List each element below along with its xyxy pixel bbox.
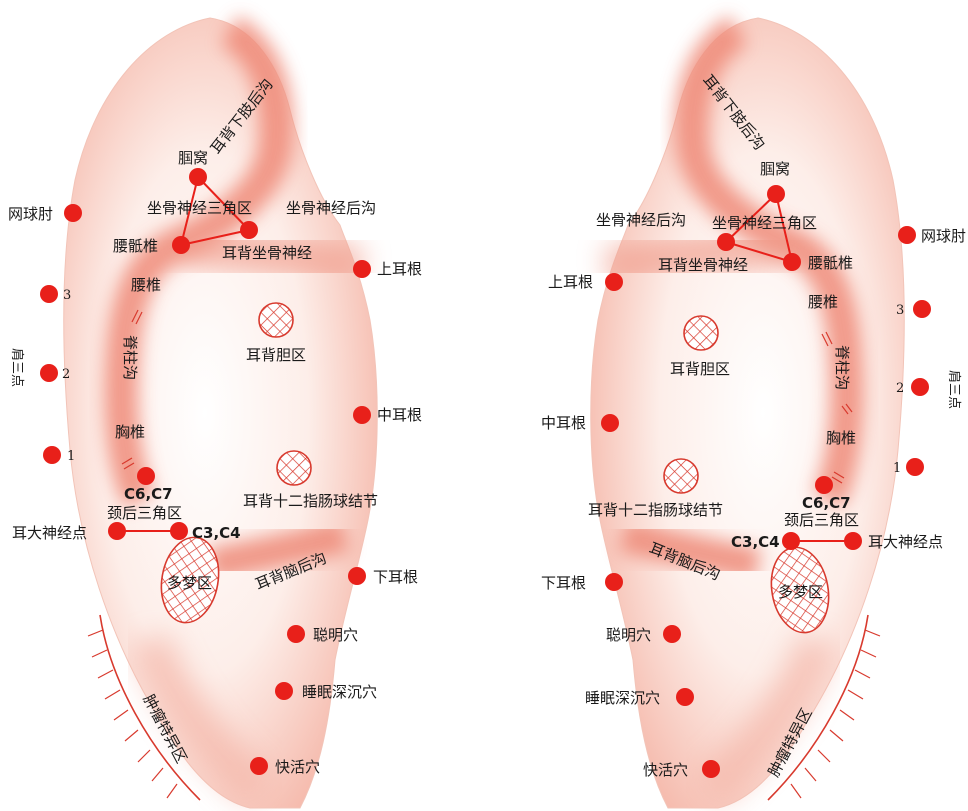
left-label-c6c7: C6,C7 xyxy=(124,485,173,503)
right-duodenal-area xyxy=(664,459,698,493)
right-point-lumbosacral[interactable] xyxy=(783,253,801,271)
left-point-2[interactable] xyxy=(40,364,58,382)
left-label-neck-triangle: 颈后三角区 xyxy=(107,504,182,522)
left-label-dream: 多梦区 xyxy=(167,574,212,592)
left-label-shoulder: 肩三点 xyxy=(9,348,25,387)
right-label-lumbosacral: 腰骶椎 xyxy=(808,254,853,272)
right-point-1[interactable] xyxy=(906,458,924,476)
left-label-p1: 1 xyxy=(67,449,75,464)
right-label-p2: 2 xyxy=(896,381,904,396)
right-point-smart[interactable] xyxy=(663,625,681,643)
left-point-deep-sleep[interactable] xyxy=(275,682,293,700)
right-label-tennis: 网球肘 xyxy=(921,227,966,245)
right-label-gallbladder: 耳背胆区 xyxy=(670,360,730,378)
left-label-c3c4: C3,C4 xyxy=(192,524,241,542)
left-label-back-sciatic: 耳背坐骨神经 xyxy=(222,244,312,262)
right-point-great-nerve[interactable] xyxy=(844,532,862,550)
right-point-c6c7[interactable] xyxy=(815,476,833,494)
right-label-shoulder: 肩三点 xyxy=(946,370,962,409)
left-duodenal-area xyxy=(277,451,311,485)
right-label-c6c7: C6,C7 xyxy=(802,494,851,512)
right-label-thoracic: 胸椎 xyxy=(826,429,856,447)
left-label-lower-root: 下耳根 xyxy=(373,568,418,586)
left-point-lumbosacral[interactable] xyxy=(172,236,190,254)
left-label-popliteal: 腘窝 xyxy=(178,149,208,167)
right-label-c3c4: C3,C4 xyxy=(731,533,780,551)
right-label-duodenal: 耳背十二指肠球结节 xyxy=(588,501,723,519)
left-label-p2: 2 xyxy=(62,367,70,382)
right-label-sciatic-groove: 坐骨神经后沟 xyxy=(596,211,686,229)
right-point-c3c4[interactable] xyxy=(782,532,800,550)
right-label-happy: 快活穴 xyxy=(643,761,688,779)
left-point-back-sciatic[interactable] xyxy=(240,221,258,239)
left-gallbladder-area xyxy=(259,303,293,337)
right-label-p3: 3 xyxy=(896,303,904,318)
left-label-thoracic: 胸椎 xyxy=(115,423,145,441)
right-label-deep-sleep: 睡眠深沉穴 xyxy=(585,689,660,707)
right-label-smart: 聪明穴 xyxy=(606,626,651,644)
left-point-popliteal[interactable] xyxy=(189,168,207,186)
left-point-3[interactable] xyxy=(40,285,58,303)
left-label-upper-root: 上耳根 xyxy=(377,260,422,278)
right-label-p1: 1 xyxy=(893,461,901,476)
left-label-great-nerve: 耳大神经点 xyxy=(12,524,87,542)
left-point-c6c7[interactable] xyxy=(137,467,155,485)
left-point-lower-root[interactable] xyxy=(348,567,366,585)
right-point-3[interactable] xyxy=(913,300,931,318)
left-label-p3: 3 xyxy=(63,288,71,303)
left-label-spine-groove: 脊柱沟 xyxy=(121,335,139,380)
right-label-upper-root: 上耳根 xyxy=(548,273,593,291)
left-label-sciatic-groove: 坐骨神经后沟 xyxy=(286,199,376,217)
right-point-upper-root[interactable] xyxy=(605,273,623,291)
right-label-middle-root: 中耳根 xyxy=(541,414,586,432)
right-point-lower-root[interactable] xyxy=(605,573,623,591)
right-label-lumbar: 腰椎 xyxy=(808,293,838,311)
left-point-upper-root[interactable] xyxy=(353,260,371,278)
left-point-great-nerve[interactable] xyxy=(108,522,126,540)
right-label-spine-groove: 脊柱沟 xyxy=(833,345,851,390)
right-label-great-nerve: 耳大神经点 xyxy=(868,533,943,551)
left-label-lumbar: 腰椎 xyxy=(131,276,161,294)
left-label-duodenal: 耳背十二指肠球结节 xyxy=(243,492,378,510)
left-label-happy: 快活穴 xyxy=(275,758,320,776)
left-label-middle-root: 中耳根 xyxy=(377,406,422,424)
left-point-1[interactable] xyxy=(43,446,61,464)
right-point-back-sciatic[interactable] xyxy=(717,233,735,251)
right-point-2[interactable] xyxy=(911,378,929,396)
right-label-dream: 多梦区 xyxy=(778,583,823,601)
right-point-tennis[interactable] xyxy=(898,226,916,244)
right-gallbladder-area xyxy=(684,316,718,350)
left-point-c3c4[interactable] xyxy=(170,522,188,540)
left-point-tennis[interactable] xyxy=(64,204,82,222)
right-label-neck-triangle: 颈后三角区 xyxy=(784,511,859,529)
right-point-middle-root[interactable] xyxy=(601,414,619,432)
right-point-happy[interactable] xyxy=(702,760,720,778)
left-point-happy[interactable] xyxy=(250,757,268,775)
left-label-smart: 聪明穴 xyxy=(313,626,358,644)
right-label-popliteal: 腘窝 xyxy=(760,160,790,178)
left-label-gallbladder: 耳背胆区 xyxy=(246,346,306,364)
right-label-back-sciatic: 耳背坐骨神经 xyxy=(658,256,748,274)
left-label-tennis: 网球肘 xyxy=(8,205,53,223)
right-point-deep-sleep[interactable] xyxy=(676,688,694,706)
left-label-deep-sleep: 睡眠深沉穴 xyxy=(302,683,377,701)
right-label-lower-root: 下耳根 xyxy=(541,574,586,592)
right-label-sciatic-triangle: 坐骨神经三角区 xyxy=(712,214,817,232)
left-label-sciatic-triangle: 坐骨神经三角区 xyxy=(147,199,252,217)
left-point-middle-root[interactable] xyxy=(353,406,371,424)
right-point-popliteal[interactable] xyxy=(767,185,785,203)
left-label-lumbosacral: 腰骶椎 xyxy=(113,237,158,255)
left-point-smart[interactable] xyxy=(287,625,305,643)
